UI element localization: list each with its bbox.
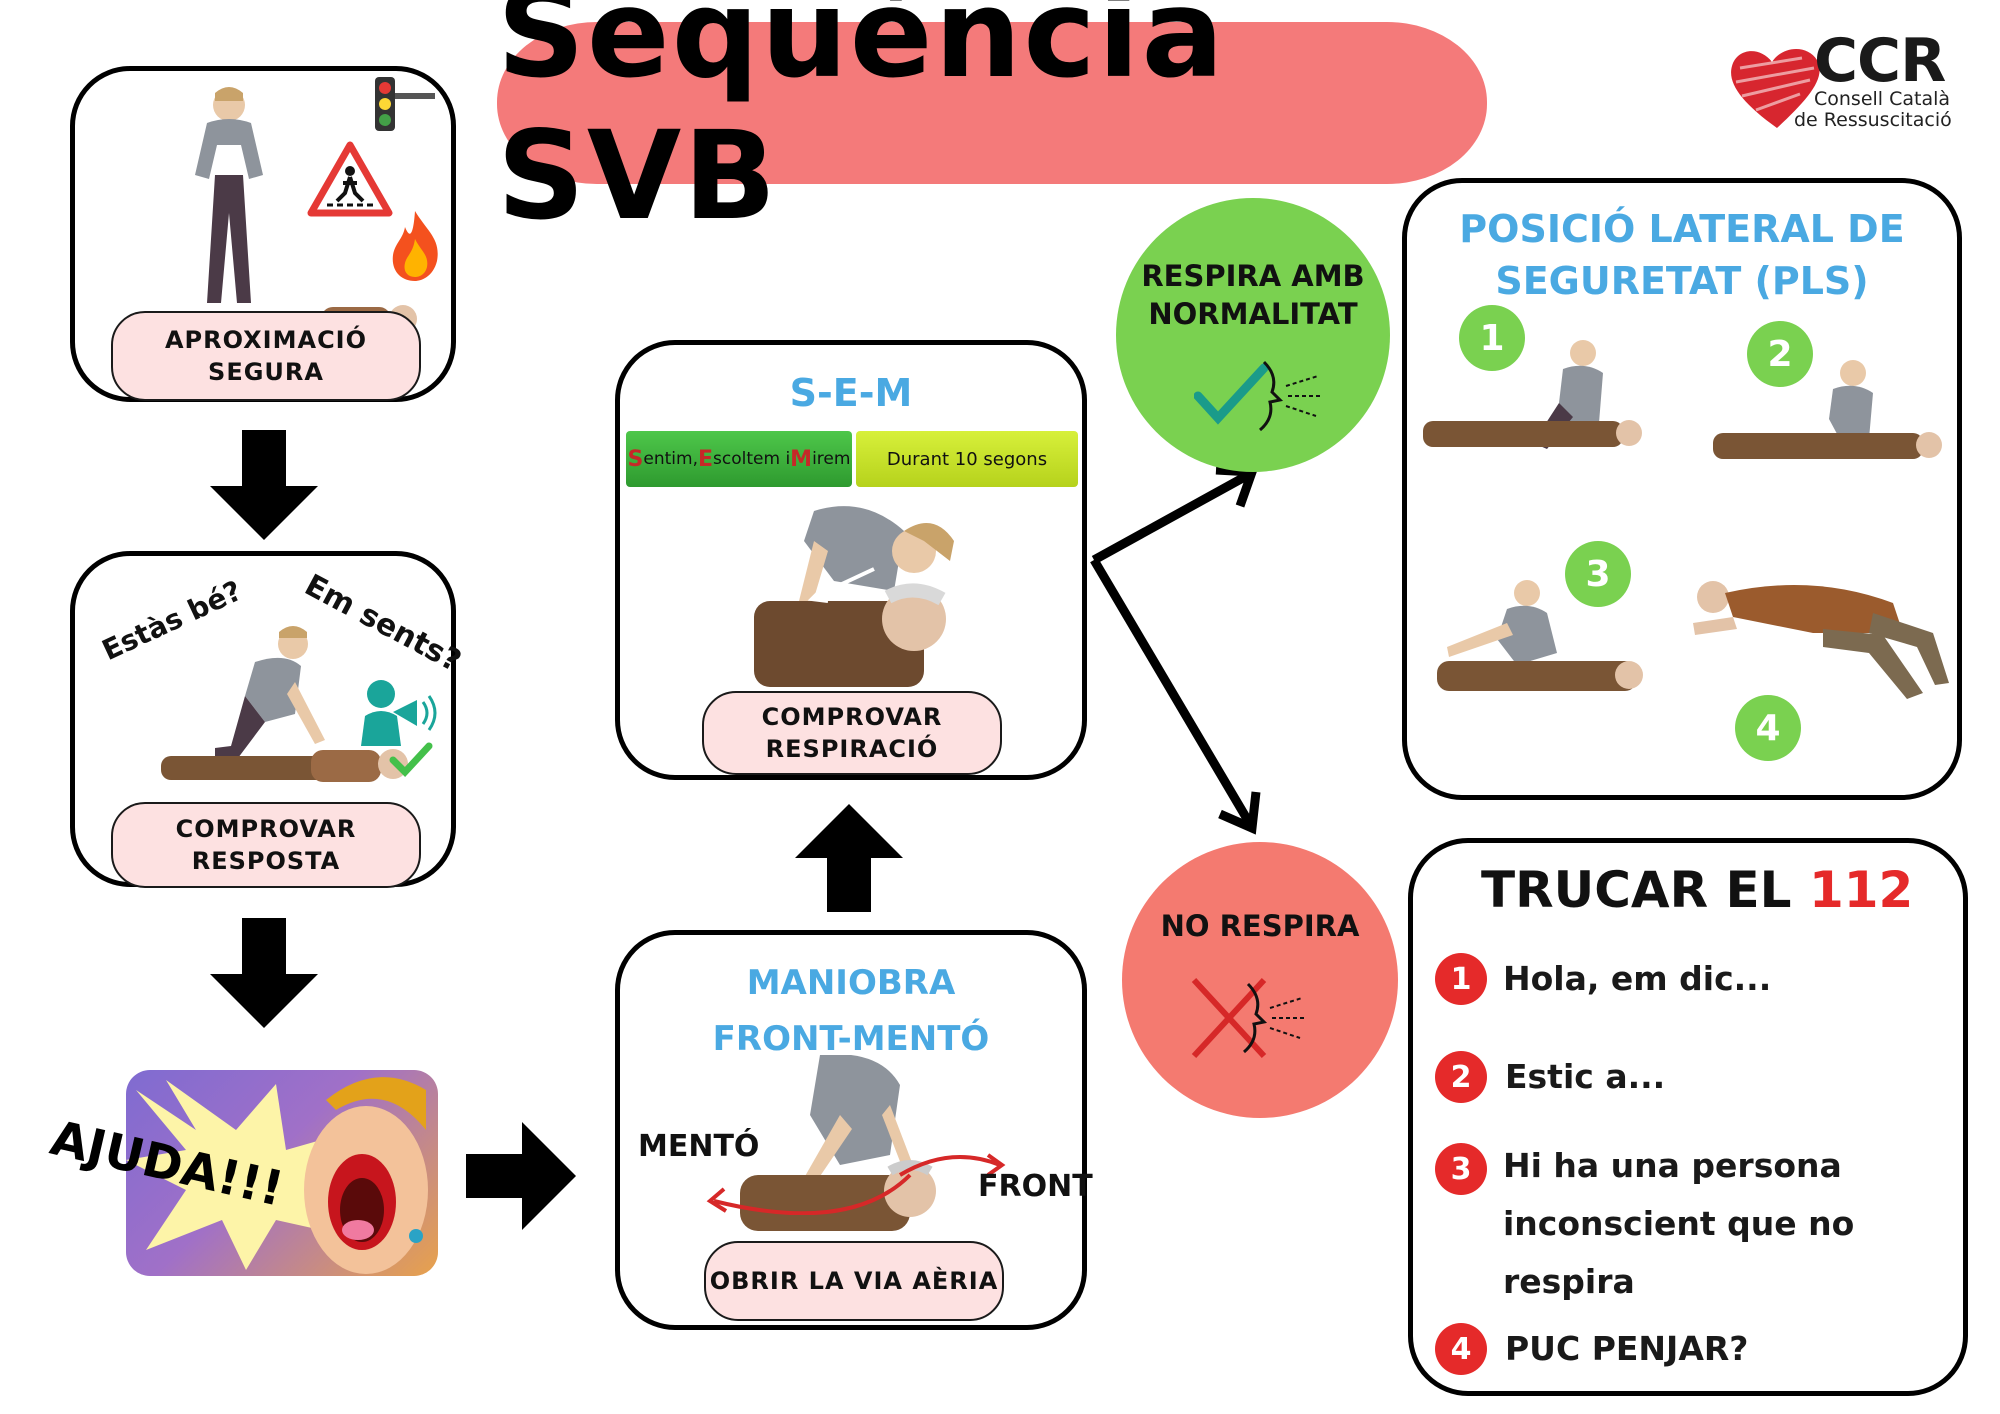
call-step-4-text: PUC PENJAR?	[1505, 1329, 1749, 1368]
pls-card: POSICIÓ LATERAL DE SEGURETAT (PLS) 1 2 3…	[1402, 178, 1962, 800]
warning-sign-icon	[307, 141, 393, 217]
pls-title-line-1: POSICIÓ LATERAL DE	[1459, 207, 1905, 251]
airway-card: MANIOBRA FRONT-MENTÓ MENTÓ FRONT OBRIR L…	[615, 930, 1093, 1330]
call-step-2-badge: 2	[1435, 1051, 1487, 1103]
call-step-3-badge: 3	[1435, 1143, 1487, 1195]
pls-step-4-illustration	[1693, 581, 1949, 699]
breathing-normal-text: RESPIRA AMB NORMALITAT	[1116, 258, 1390, 333]
traffic-light-icon	[375, 77, 435, 131]
breathing-label-line-2: RESPIRACIÓ	[765, 735, 939, 763]
tilt-direction-arrows-icon	[706, 1153, 1006, 1215]
call-title: TRUCAR EL 112	[1481, 861, 1913, 919]
comic-burst-illustration	[126, 1077, 428, 1274]
pls-step-3-illustration	[1437, 580, 1643, 691]
look-listen-feel-illustration	[754, 506, 954, 687]
airway-label-text: OBRIR LA VIA AÈRIA	[709, 1266, 999, 1295]
arrow-to-not-breathing	[1090, 557, 1254, 827]
sem-rest-e: scoltem i	[713, 449, 791, 469]
forehead-label: FRONT	[978, 1169, 1093, 1204]
head-tilt-chin-lift-illustration	[740, 1055, 936, 1231]
call-step-2-text: Estic a...	[1505, 1057, 1666, 1096]
call-title-prefix: TRUCAR EL	[1481, 861, 1809, 919]
duration-box: Durant 10 segons	[856, 431, 1078, 487]
megaphone-person-icon	[361, 680, 437, 778]
response-label-line-2: RESPOSTA	[191, 847, 341, 875]
logo-line-2: de Ressuscitació	[1794, 109, 1952, 131]
sem-title: S-E-M	[789, 371, 913, 415]
response-label: COMPROVAR RESPOSTA	[111, 802, 421, 888]
rescuer-standing-illustration	[195, 87, 263, 303]
pls-title: POSICIÓ LATERAL DE SEGURETAT (PLS)	[1407, 203, 1957, 307]
call-112-card: TRUCAR EL 112 1 Hola, em dic... 2 Estic …	[1408, 838, 1968, 1396]
pls-step-3-badge: 3	[1565, 541, 1631, 607]
kneeling-rescuer-illustration	[215, 626, 325, 762]
sem-initial-m: M	[790, 446, 813, 472]
approach-label: APROXIMACIÓ SEGURA	[111, 311, 421, 401]
lying-person-illustration	[161, 749, 408, 782]
pls-title-line-2: SEGURETAT (PLS)	[1495, 259, 1869, 303]
title-banner	[497, 22, 1487, 184]
call-step-3-line-1: Hi ha una persona	[1503, 1146, 1842, 1185]
pls-step-2-badge: 2	[1747, 321, 1813, 387]
pls-step-1-illustration	[1423, 340, 1642, 449]
call-step-3-line-3: respira	[1503, 1262, 1635, 1301]
call-step-3-line-2: inconscient que no	[1503, 1204, 1855, 1243]
logo-line-1: Consell Català	[1814, 88, 1951, 110]
breathing-label: COMPROVAR RESPIRACIÓ	[702, 691, 1002, 775]
airway-title-line-1: MANIOBRA	[746, 963, 956, 1003]
approach-card: APROXIMACIÓ SEGURA	[70, 66, 456, 402]
call-step-1-badge: 1	[1435, 953, 1487, 1005]
branch-arrows	[1090, 465, 1261, 835]
call-step-1-text: Hola, em dic...	[1503, 959, 1772, 998]
heart-scribble-icon	[1731, 48, 1820, 128]
breathing-normal-line-2: NORMALITAT	[1148, 296, 1358, 331]
page-title: Seqüència SVB	[497, 0, 1226, 247]
arrow-down-icon	[210, 918, 318, 1028]
logo-acronym: CCR	[1814, 26, 1946, 96]
call-step-4-badge: 4	[1435, 1323, 1487, 1375]
sem-initial-s: S	[627, 446, 644, 472]
pls-step-4-badge: 4	[1735, 695, 1801, 761]
breathing-normal-line-1: RESPIRA AMB	[1141, 259, 1365, 293]
no-breathing-cross-icon	[1191, 977, 1304, 1059]
response-card: Estàs bé? Em sents? COMPROVAR RESPOSTA	[70, 551, 467, 888]
ccr-logo: CCR Consell Català de Ressuscitació	[1722, 26, 1957, 142]
sem-rest-s: entim,	[643, 449, 698, 469]
call-step-3-text: Hi ha una persona inconscient que no res…	[1503, 1137, 1854, 1311]
sem-initial-e: E	[698, 446, 714, 472]
breathing-check-icon	[1194, 360, 1320, 432]
chin-label: MENTÓ	[638, 1129, 760, 1164]
approach-label-line-2: SEGURA	[208, 358, 324, 386]
pls-step-2-illustration	[1713, 360, 1942, 459]
airway-label: OBRIR LA VIA AÈRIA	[704, 1241, 1004, 1321]
breathing-normal-circle	[1116, 198, 1390, 472]
fire-icon	[392, 211, 438, 281]
approach-label-line-1: APROXIMACIÓ	[164, 325, 368, 354]
pls-step-1-badge: 1	[1459, 305, 1525, 371]
help-comic-panel	[126, 1070, 438, 1276]
arrow-to-breathing-normal	[1091, 470, 1253, 564]
arrow-right-icon	[466, 1122, 576, 1230]
airway-title: MANIOBRA FRONT-MENTÓ	[620, 955, 1082, 1067]
airway-title-line-2: FRONT-MENTÓ	[712, 1019, 990, 1059]
not-breathing-text: NO RESPIRA	[1160, 909, 1360, 943]
arrow-down-icon	[210, 430, 318, 540]
breathing-label-line-1: COMPROVAR	[761, 702, 943, 731]
arrow-up-icon	[795, 804, 903, 912]
sem-rest-m: irem	[812, 449, 851, 469]
call-title-number: 112	[1808, 861, 1914, 919]
response-label-line-1: COMPROVAR	[175, 814, 357, 843]
